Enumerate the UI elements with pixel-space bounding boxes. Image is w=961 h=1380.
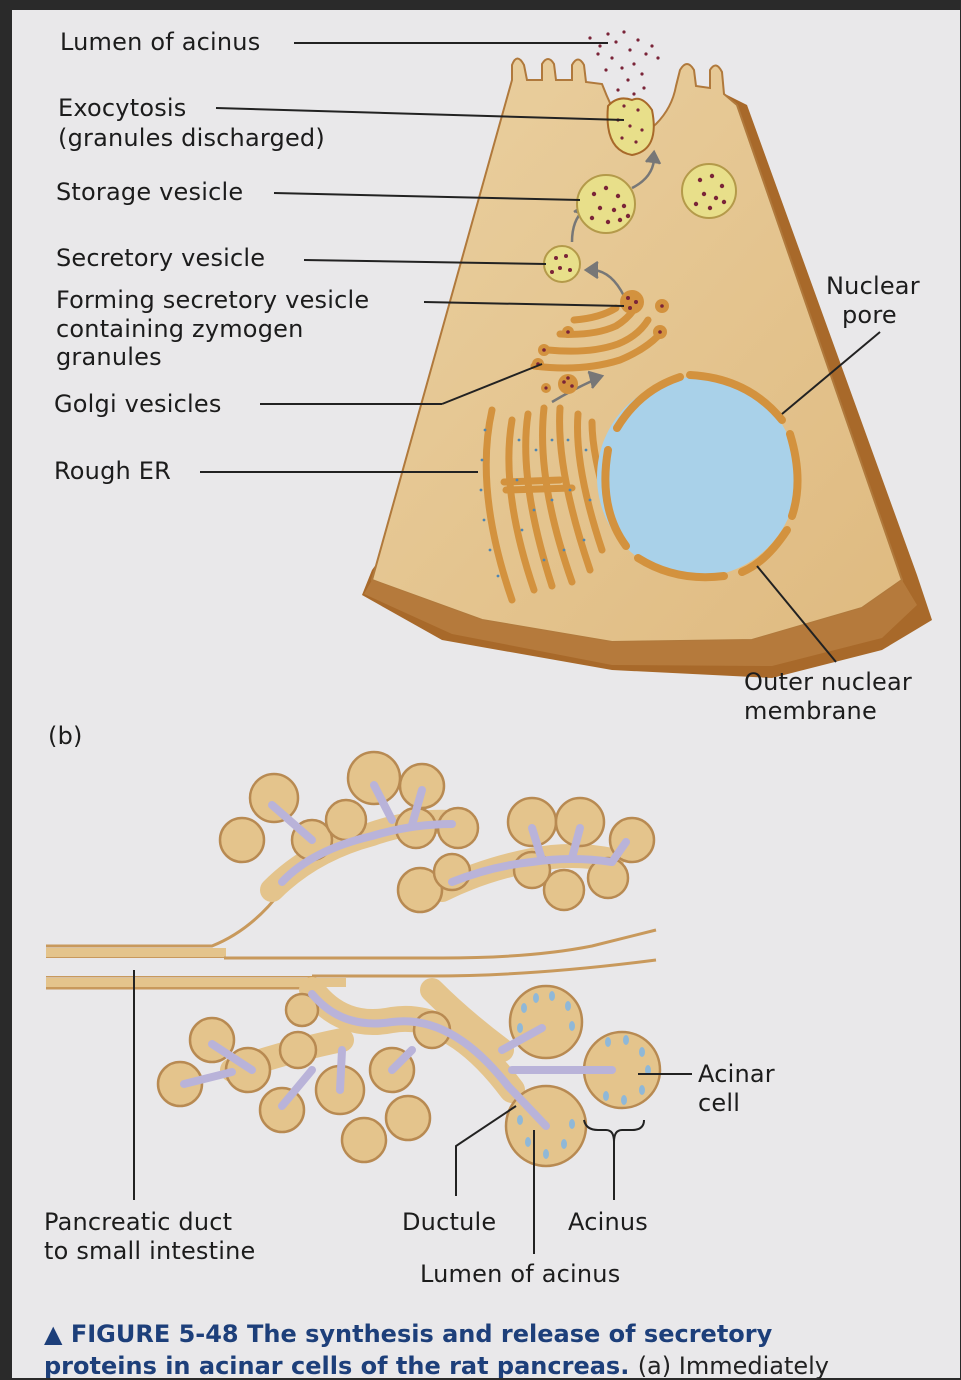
label-acinar: Acinar	[698, 1060, 775, 1089]
caption-line-2: proteins in acinar cells of the rat panc…	[44, 1350, 829, 1378]
caption-title-2: proteins in acinar cells of the rat panc…	[44, 1352, 629, 1378]
label-granules: granules	[56, 343, 162, 372]
caption-continuation: (a) Immediately	[638, 1352, 829, 1378]
label-ductule: Ductule	[402, 1208, 496, 1237]
label-lumen-of-acinus-bottom: Lumen of acinus	[420, 1260, 620, 1289]
secretory-vesicle	[544, 246, 580, 282]
label-lumen-of-acinus: Lumen of acinus	[60, 28, 260, 57]
label-golgi-vesicles: Golgi vesicles	[54, 390, 222, 419]
label-containing-zymogen: containing zymogen	[56, 315, 304, 344]
label-pore: pore	[842, 301, 897, 330]
label-membrane: membrane	[744, 697, 877, 726]
label-outer-nuclear: Outer nuclear	[744, 668, 912, 697]
label-acinus: Acinus	[568, 1208, 648, 1237]
caption-marker: ▲	[44, 1320, 62, 1348]
caption-title-1: The synthesis and release of secretory	[247, 1320, 772, 1348]
label-storage-vesicle: Storage vesicle	[56, 178, 243, 207]
textbook-page: Lumen of acinus Exocytosis (granules dis…	[12, 10, 960, 1378]
caption-line-1: ▲ FIGURE 5-48 The synthesis and release …	[44, 1318, 829, 1350]
storage-vesicle	[577, 175, 635, 233]
label-granules-discharged: (granules discharged)	[58, 124, 325, 153]
label-cell: cell	[698, 1089, 740, 1118]
acinar-cell	[362, 59, 932, 679]
label-pancreatic-duct: Pancreatic duct	[44, 1208, 232, 1237]
label-forming-secretory-vesicle: Forming secretory vesicle	[56, 286, 369, 315]
label-nuclear: Nuclear	[826, 272, 920, 301]
panel-label-b: (b)	[48, 722, 83, 751]
label-exocytosis: Exocytosis	[58, 94, 186, 123]
figure-caption: ▲ FIGURE 5-48 The synthesis and release …	[44, 1318, 829, 1378]
label-secretory-vesicle: Secretory vesicle	[56, 244, 265, 273]
label-rough-er: Rough ER	[54, 457, 171, 486]
storage-vesicle-2	[682, 164, 736, 218]
label-to-small-intestine: to small intestine	[44, 1237, 256, 1266]
caption-figure-number: FIGURE 5-48	[71, 1320, 239, 1348]
